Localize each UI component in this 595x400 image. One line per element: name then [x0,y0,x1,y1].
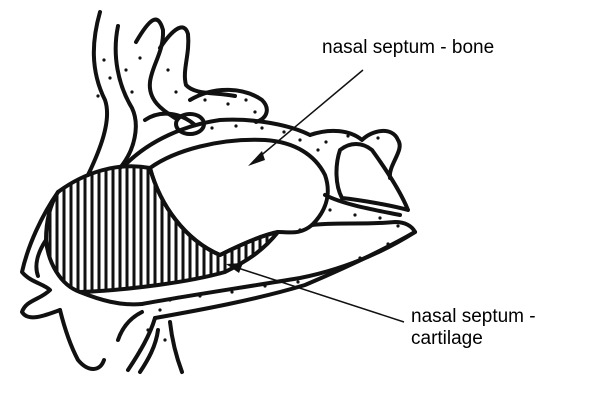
label-cartilage-line2: cartilage [411,328,536,350]
label-nasal-septum-bone: nasal septum - bone [322,37,494,59]
nose-tip [22,192,142,369]
cartilage-septum [46,150,278,300]
label-cartilage-line1: nasal septum - [411,306,536,328]
arrowhead-icon [248,151,265,166]
upper-bone-strands [88,12,235,175]
sphenoid-bone [155,131,415,318]
label-nasal-septum-cartilage: nasal septum - cartilage [411,306,536,350]
leader-line-cartilage [226,263,404,322]
